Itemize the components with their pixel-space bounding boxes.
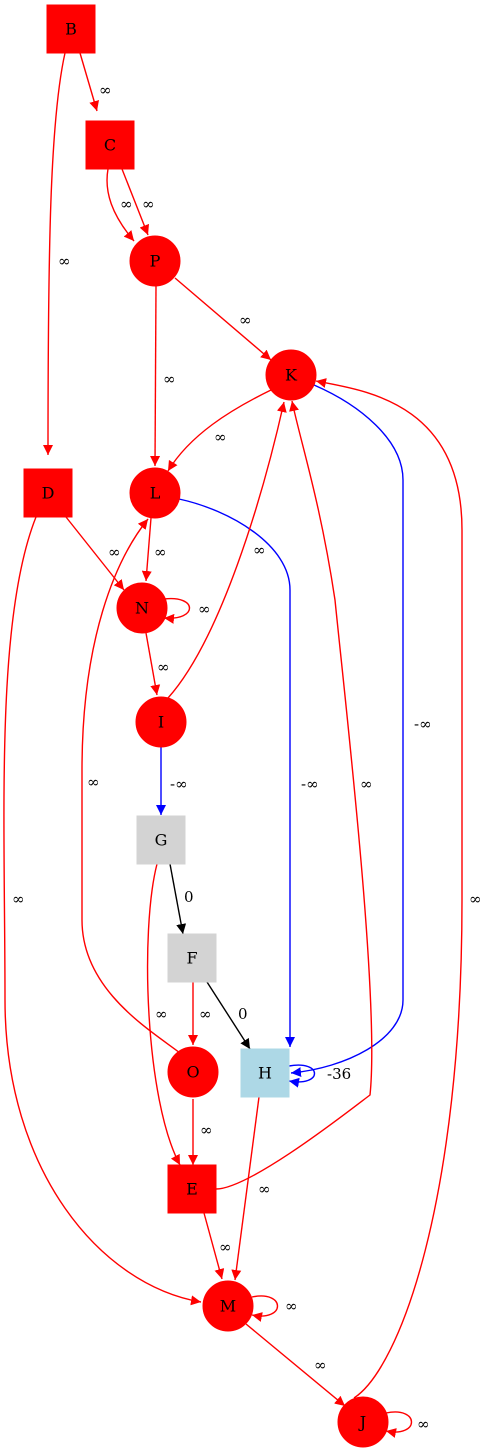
edge-label-P-K: ∞ [239,311,252,329]
node-label-J: J [358,1413,366,1432]
edge-label-L-H: -∞ [301,775,319,793]
edge-label-D-M: ∞ [12,890,25,908]
node-L: L [129,467,181,519]
node-J: J [337,1396,389,1448]
edge-E-K [215,400,373,1190]
node-F: F [167,933,217,983]
edge-label-O-E: ∞ [200,1121,213,1139]
edge-label-B-C: ∞ [99,81,112,99]
edge-label-E-M: ∞ [219,1238,232,1256]
node-C: C [85,120,135,170]
node-label-E: E [186,1180,198,1199]
edge-M-M [251,1295,278,1322]
edge-I-K [167,401,287,699]
edge-label-G-E: ∞ [155,1005,168,1023]
node-label-G: G [155,831,168,850]
node-D: D [23,468,73,518]
edge-N-N [163,597,191,624]
edge-label-D-N: ∞ [108,543,121,561]
edge-G-F [169,863,187,935]
edge-J-K [315,378,463,1399]
edge-P-L [150,285,161,467]
node-N: N [116,582,168,634]
node-O: O [167,1046,219,1098]
edge-label-P-L: ∞ [163,370,176,388]
edge-L-H [178,498,295,1047]
node-label-C: C [104,136,116,155]
edge-K-L [167,389,272,472]
edge-O-L [81,518,181,1054]
edge-label-C-P: ∞ [142,195,155,213]
edge-label-C-P: ∞ [120,195,133,213]
edge-D-M [3,516,202,1306]
node-P: P [129,235,181,287]
node-G: G [136,815,186,865]
node-B: B [46,4,96,54]
edge-E-M [203,1212,225,1280]
edges-layer [3,52,463,1438]
edge-N-I [145,632,161,696]
edge-P-K [174,277,272,361]
edge-H-M [231,1096,260,1281]
edge-label-J-J: ∞ [417,1415,430,1433]
edge-labels-layer: ∞ ∞ ∞ ∞ ∞ ∞ ∞ -∞ ∞ -∞ ∞ ∞ ∞ ∞ ∞ -∞ 0 ∞ ∞ 0 ∞ ∞ -36 ∞ ∞ ∞ ∞ ∞ ∞ ∞ [12,81,480,1433]
node-M: M [202,1280,254,1332]
edge-label-J-K: ∞ [469,890,480,908]
edge-B-C [79,52,99,112]
edge-K-H [290,384,404,1078]
edge-label-N-N: ∞ [198,600,211,618]
edge-C-P [121,168,149,236]
nodes-layer: B C P K D L N I G F O H E M J [23,4,389,1448]
edge-B-D [43,52,66,456]
edge-label-E-K: ∞ [360,775,373,793]
edge-label-K-L: ∞ [214,428,227,446]
node-label-D: D [42,484,55,503]
edge-label-G-F: 0 [184,888,194,906]
edge-label-F-O: ∞ [199,1005,212,1023]
node-H: H [240,1048,290,1098]
edge-G-E [146,863,181,1166]
edge-label-F-H: 0 [238,1005,248,1023]
edge-label-K-H: -∞ [414,715,432,733]
edge-label-I-G: -∞ [170,775,188,793]
edge-label-B-D: ∞ [58,252,71,270]
edge-M-J [245,1323,346,1407]
node-label-M: M [220,1297,236,1316]
node-label-K: K [285,366,298,385]
edge-label-M-J: ∞ [314,1356,327,1374]
edge-label-H-H: -36 [327,1065,351,1083]
node-label-P: P [150,252,161,271]
node-label-N: N [135,599,149,618]
edge-F-H [206,981,251,1050]
edge-label-L-N: ∞ [154,543,167,561]
node-K: K [265,349,317,401]
node-label-I: I [158,713,164,732]
edge-C-P [106,168,135,242]
node-label-B: B [65,20,77,39]
node-label-L: L [150,484,161,503]
edge-J-J [385,1411,412,1438]
edge-L-N [141,517,152,582]
edge-label-I-K: ∞ [253,541,266,559]
edge-label-H-M: ∞ [258,1180,271,1198]
edge-label-M-M: ∞ [285,1297,298,1315]
edge-label-N-I: ∞ [157,658,170,676]
node-label-O: O [186,1063,199,1082]
node-label-F: F [186,949,197,968]
edge-label-O-L: ∞ [87,773,100,791]
node-I: I [135,696,187,748]
node-E: E [167,1164,217,1214]
node-label-H: H [258,1064,272,1083]
edge-H-H [288,1064,316,1088]
